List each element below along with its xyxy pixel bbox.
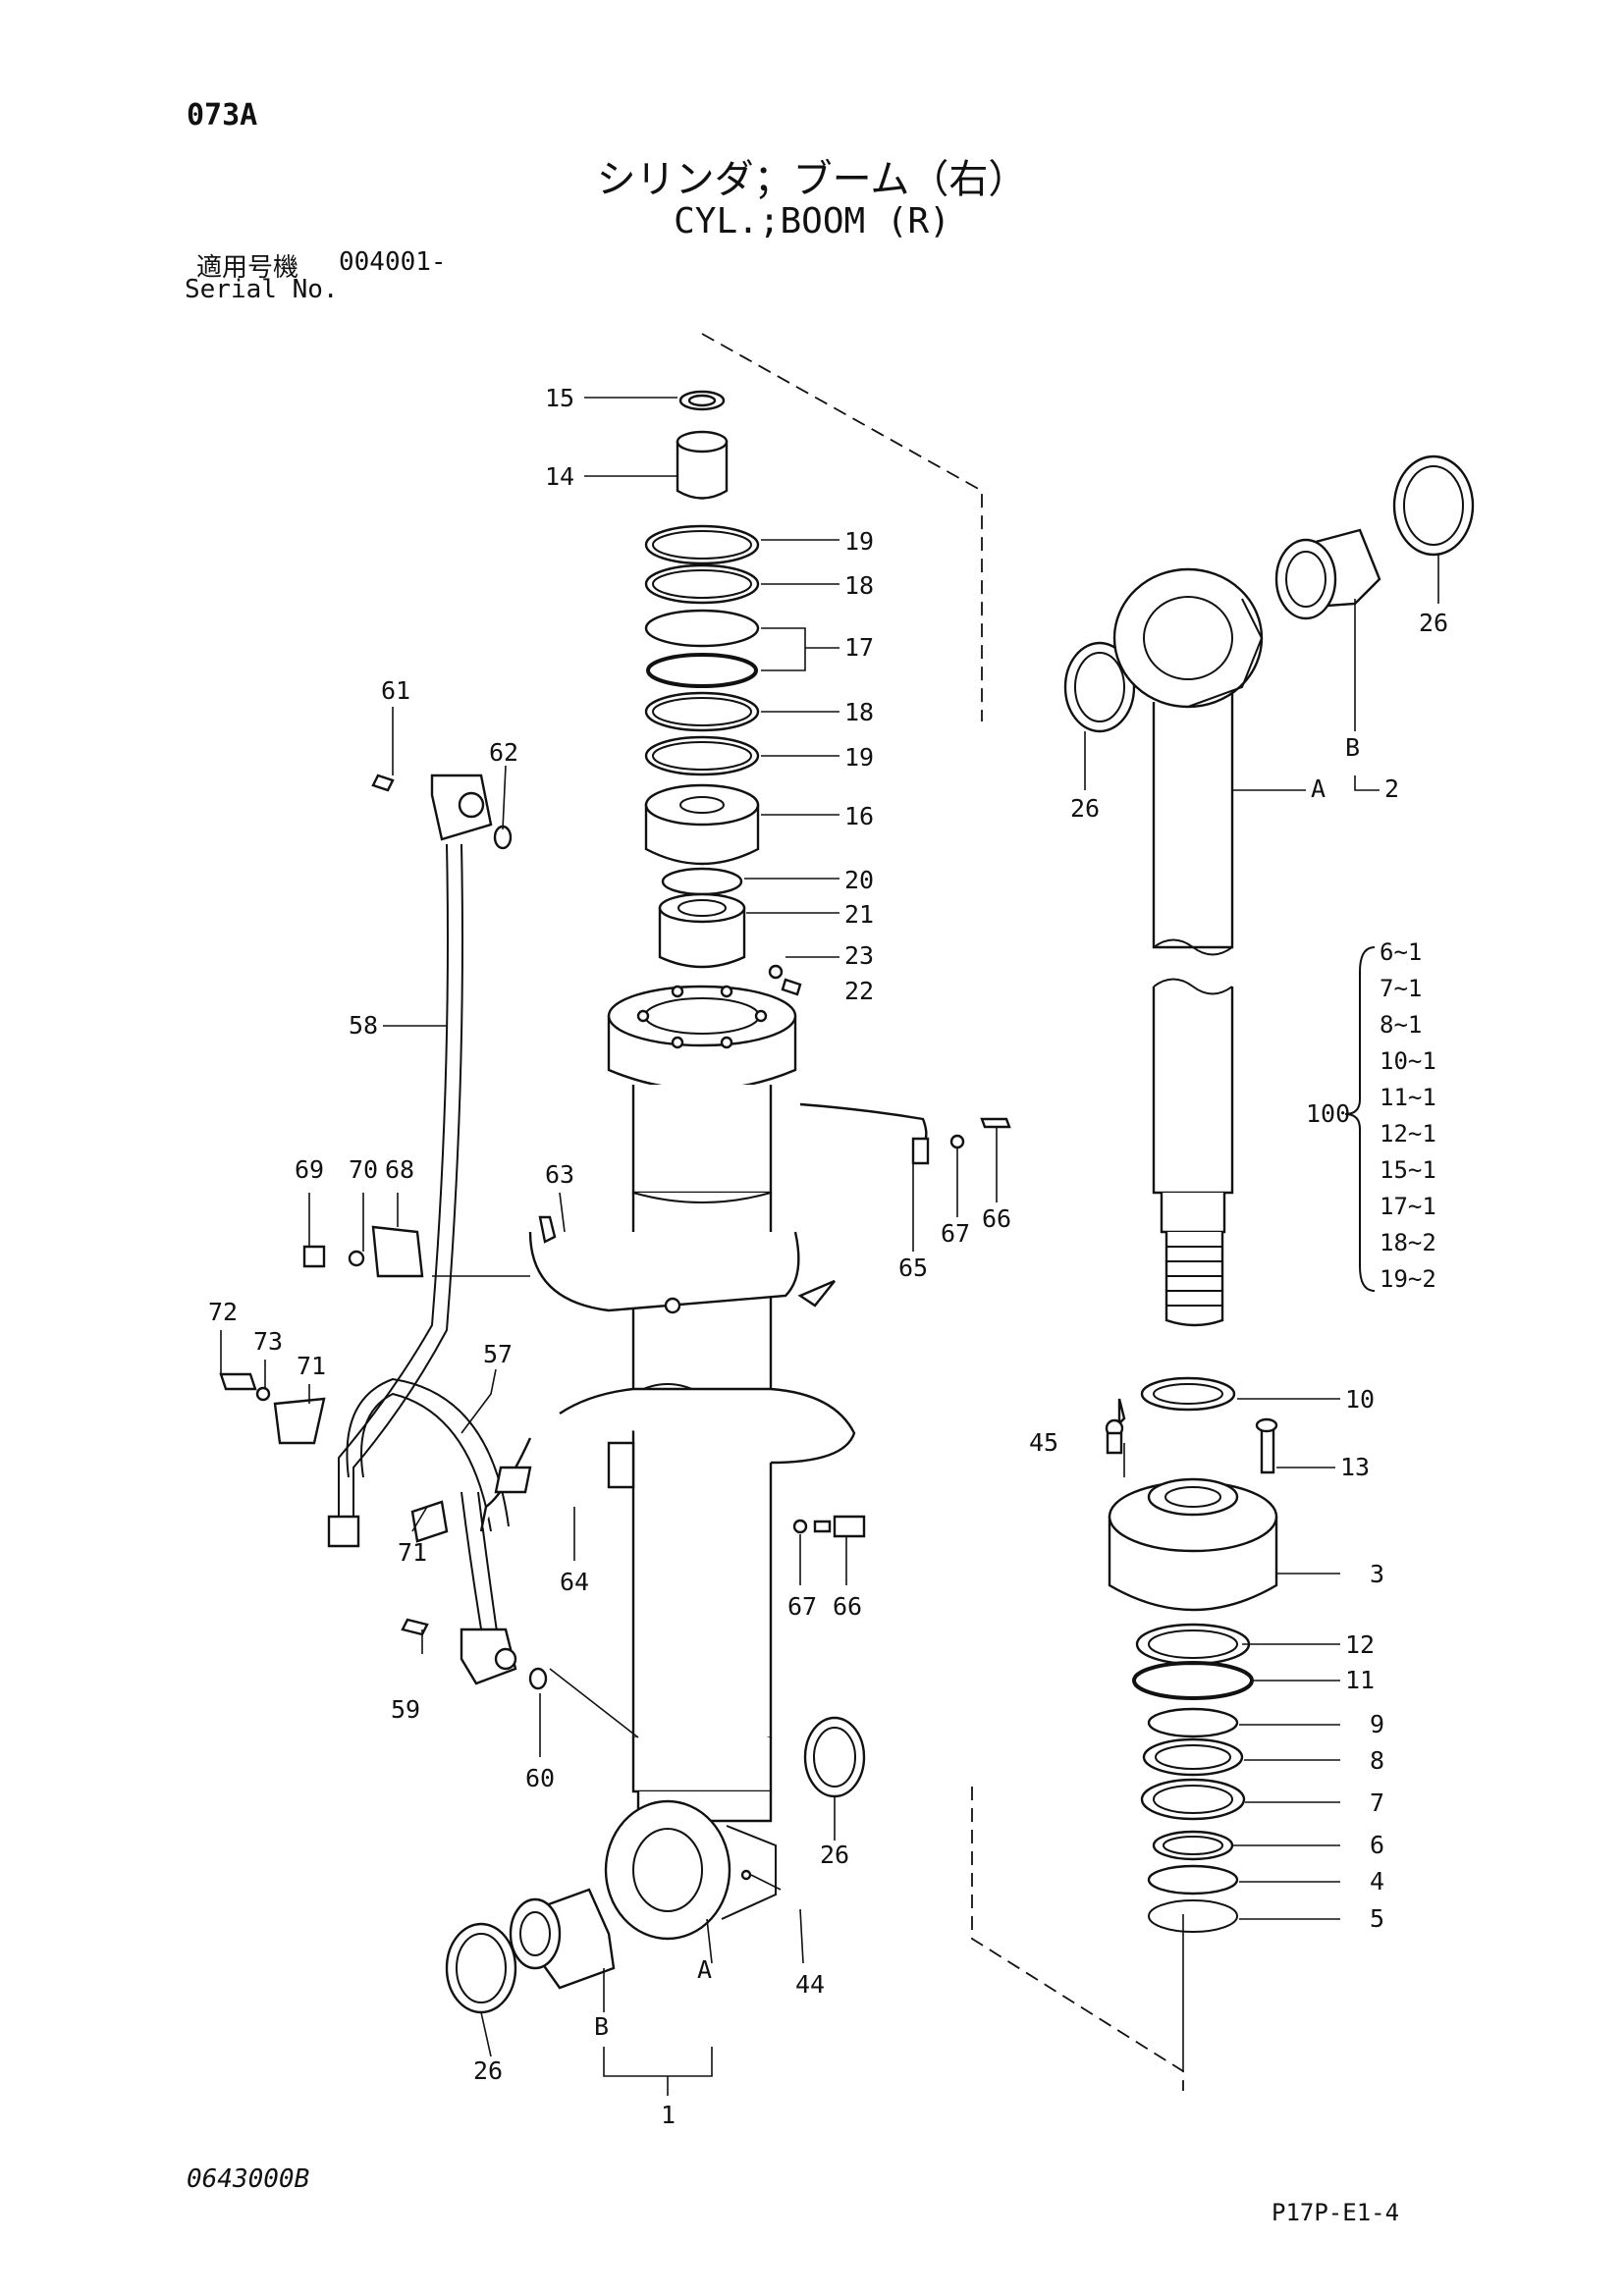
page-reference: P17P-E1-4 <box>1272 2199 1400 2226</box>
callout-c67b: 67 <box>787 1592 817 1621</box>
callout-c59: 59 <box>391 1695 420 1724</box>
piping-and-clamps <box>219 774 1011 1690</box>
callout-c57: 57 <box>483 1340 513 1368</box>
assembly-guide-lines <box>701 333 1184 2091</box>
kit-item: 11~1 <box>1380 1084 1436 1111</box>
kit-item: 7~1 <box>1380 975 1422 1002</box>
callout-c63: 63 <box>545 1160 574 1189</box>
piston-stack <box>1105 1376 1278 1933</box>
kit-item: 10~1 <box>1380 1047 1436 1075</box>
callout-c26a: 26 <box>1419 609 1448 637</box>
callout-c71b: 71 <box>398 1538 427 1567</box>
callout-c66a: 66 <box>982 1204 1011 1233</box>
callout-c66b: 66 <box>833 1592 862 1621</box>
callout-c7: 7 <box>1370 1789 1384 1817</box>
callout-c26b: 26 <box>1070 794 1100 823</box>
callout-c23: 23 <box>844 941 874 970</box>
callout-cA1: A <box>697 1955 712 1984</box>
kit-item: 17~1 <box>1380 1193 1436 1220</box>
callout-c12: 12 <box>1345 1630 1375 1659</box>
cylinder-tube <box>604 985 797 1941</box>
callout-c2: 2 <box>1384 774 1399 803</box>
callout-c11: 11 <box>1345 1666 1375 1694</box>
callout-c58: 58 <box>349 1011 378 1040</box>
callout-c6: 6 <box>1370 1831 1384 1859</box>
callout-c16: 16 <box>844 802 874 830</box>
title-japanese: シリンダ；ブーム（右） <box>596 157 1028 202</box>
callout-c5: 5 <box>1370 1904 1384 1933</box>
callout-c1: 1 <box>661 2101 676 2129</box>
callout-c15: 15 <box>545 384 574 412</box>
callout-c4: 4 <box>1370 1867 1384 1896</box>
callout-c18b: 18 <box>844 698 874 726</box>
rod-head-seal-stack <box>644 390 802 996</box>
callout-c13: 13 <box>1340 1453 1370 1481</box>
callout-cB1: B <box>594 2012 609 2041</box>
callout-c65: 65 <box>898 1254 928 1282</box>
callout-c3: 3 <box>1370 1560 1384 1588</box>
callout-c20: 20 <box>844 866 874 894</box>
kit-item: 6~1 <box>1380 938 1422 966</box>
callout-c10: 10 <box>1345 1385 1375 1414</box>
kit-item: 18~2 <box>1380 1229 1436 1256</box>
callout-c44: 44 <box>795 1970 825 1999</box>
callout-c64: 64 <box>560 1568 589 1596</box>
drawing-number: 0643000B <box>187 2164 310 2194</box>
callout-c45: 45 <box>1029 1428 1058 1457</box>
callout-c67a: 67 <box>941 1219 970 1248</box>
callout-cA2: A <box>1311 774 1326 803</box>
callout-c70: 70 <box>349 1155 378 1184</box>
kit-item: 19~2 <box>1380 1265 1436 1293</box>
callout-c61: 61 <box>381 676 410 705</box>
callout-c72: 72 <box>208 1298 238 1326</box>
callout-c19a: 19 <box>844 527 874 556</box>
serial-label-japanese: 適用号機 <box>196 253 299 283</box>
callout-c19b: 19 <box>844 743 874 772</box>
callout-c69: 69 <box>295 1155 324 1184</box>
callout-c8: 8 <box>1370 1746 1384 1775</box>
bushing-and-dust-seals <box>445 454 1475 2014</box>
callout-c14: 14 <box>545 462 574 491</box>
seal-kit-list: 100 6~1 7~1 8~1 10~1 11~1 12~1 15~1 17~1 18~2 19~2 <box>1306 938 1436 1293</box>
serial-number-value: 004001- <box>339 247 447 277</box>
kit-item: 8~1 <box>1380 1011 1422 1039</box>
callout-c68: 68 <box>385 1155 414 1184</box>
callout-c26d: 26 <box>473 2056 503 2085</box>
kit-number: 100 <box>1306 1099 1350 1128</box>
kit-item: 12~1 <box>1380 1120 1436 1148</box>
piston-rod <box>1112 567 1264 1327</box>
callout-c22: 22 <box>844 977 874 1005</box>
callout-c18a: 18 <box>844 571 874 600</box>
callout-c71a: 71 <box>297 1352 326 1380</box>
callout-c73: 73 <box>253 1327 283 1356</box>
callout-c17: 17 <box>844 633 874 662</box>
callout-c9: 9 <box>1370 1710 1384 1738</box>
page-code: 073A <box>187 98 258 133</box>
callout-c26c: 26 <box>820 1841 849 1869</box>
title-english: CYL.;BOOM (R) <box>674 201 950 241</box>
callout-c60: 60 <box>525 1764 555 1792</box>
callout-c62: 62 <box>489 738 518 767</box>
callout-c21: 21 <box>844 900 874 929</box>
callout-cB2: B <box>1345 733 1360 762</box>
kit-item: 15~1 <box>1380 1156 1436 1184</box>
leader-lines <box>220 397 1439 2096</box>
serial-label-english: Serial No. <box>185 275 339 304</box>
